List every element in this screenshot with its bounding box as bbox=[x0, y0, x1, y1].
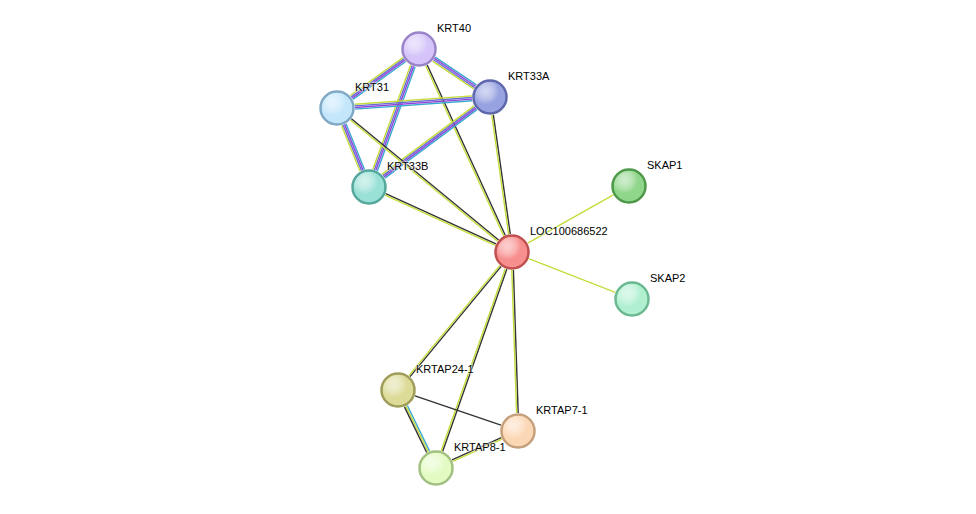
edge-strand bbox=[353, 61, 406, 99]
node-highlight bbox=[617, 284, 647, 314]
edge-strand bbox=[385, 110, 477, 179]
protein-label: KRT31 bbox=[355, 80, 389, 94]
edge-strand bbox=[433, 61, 474, 89]
interaction-edge bbox=[342, 124, 365, 171]
edge-strand bbox=[350, 58, 403, 96]
interaction-edge bbox=[415, 396, 501, 425]
interaction-edge bbox=[382, 106, 477, 178]
node-fill bbox=[420, 452, 453, 485]
node-highlight bbox=[614, 171, 644, 201]
edge-strand bbox=[382, 106, 474, 175]
protein-label: KRTAP24-1 bbox=[416, 362, 474, 376]
node-highlight bbox=[503, 416, 533, 446]
interaction-edge bbox=[385, 194, 496, 246]
protein-node: KRT33A bbox=[472, 79, 508, 115]
node-fill bbox=[353, 171, 386, 204]
node-fill bbox=[382, 374, 415, 407]
protein-label: KRT40 bbox=[437, 21, 471, 35]
edge-strand bbox=[344, 124, 362, 170]
edge-strand bbox=[355, 96, 472, 104]
edge-strand bbox=[351, 59, 404, 97]
protein-node: SKAP1 bbox=[611, 168, 647, 204]
edge-strand bbox=[404, 407, 426, 453]
protein-node: KRTAP8-1 bbox=[418, 450, 454, 486]
interaction-edge bbox=[492, 115, 511, 235]
edge-strand bbox=[355, 97, 472, 105]
interaction-edge bbox=[512, 270, 518, 413]
interaction-edge bbox=[350, 58, 406, 100]
interaction-edge bbox=[355, 96, 472, 109]
node-highlight bbox=[497, 237, 527, 267]
edge-strand bbox=[346, 124, 364, 170]
interaction-edge bbox=[350, 119, 498, 241]
protein-label: KRTAP7-1 bbox=[536, 403, 588, 417]
edge-strand bbox=[350, 120, 497, 241]
protein-label: KRT33B bbox=[387, 159, 428, 173]
edge-strand bbox=[384, 108, 476, 177]
node-fill bbox=[496, 236, 529, 269]
edge-strand bbox=[529, 259, 615, 293]
node-highlight bbox=[421, 453, 451, 483]
edge-strand bbox=[427, 65, 505, 235]
node-highlight bbox=[475, 82, 505, 112]
node-highlight bbox=[354, 172, 384, 202]
node-fill bbox=[613, 170, 646, 203]
interaction-edge bbox=[433, 57, 477, 89]
edge-strand bbox=[386, 194, 496, 244]
edge-strand bbox=[342, 126, 360, 172]
node-fill bbox=[321, 92, 354, 125]
node-highlight bbox=[322, 93, 352, 123]
node-circle bbox=[319, 90, 355, 126]
edge-strand bbox=[434, 58, 475, 86]
protein-label: SKAP1 bbox=[647, 158, 682, 172]
edge-strand bbox=[492, 115, 509, 234]
edge-strand bbox=[493, 115, 510, 234]
node-circle bbox=[380, 372, 416, 408]
node-circle bbox=[611, 168, 647, 204]
edge-strand bbox=[383, 107, 475, 176]
protein-node: LOC100686522 bbox=[494, 234, 530, 270]
node-circle bbox=[614, 281, 650, 317]
edge-strand bbox=[528, 195, 614, 243]
node-fill bbox=[502, 415, 535, 448]
edge-strand bbox=[406, 406, 428, 452]
edge-strand bbox=[343, 125, 361, 171]
protein-label: SKAP2 bbox=[650, 271, 685, 285]
node-circle bbox=[494, 234, 530, 270]
edge-strand bbox=[512, 270, 517, 413]
node-highlight bbox=[383, 375, 413, 405]
edge-strand bbox=[435, 57, 476, 85]
node-highlight bbox=[404, 34, 434, 64]
protein-node: KRT40 bbox=[401, 31, 437, 67]
node-fill bbox=[403, 33, 436, 66]
edge-strand bbox=[385, 195, 495, 245]
protein-label: KRT33A bbox=[508, 69, 549, 83]
edge-strand bbox=[352, 60, 405, 98]
edge-strand bbox=[433, 60, 474, 88]
edge-strand bbox=[409, 265, 500, 375]
edge-strand bbox=[351, 119, 498, 240]
interaction-edge bbox=[426, 65, 505, 236]
protein-label: KRTAP8-1 bbox=[454, 440, 506, 454]
protein-node: SKAP2 bbox=[614, 281, 650, 317]
node-fill bbox=[616, 283, 649, 316]
protein-label: LOC100686522 bbox=[530, 224, 608, 238]
edge-strand bbox=[410, 266, 501, 376]
protein-node: KRT31 bbox=[319, 90, 355, 126]
node-fill bbox=[474, 81, 507, 114]
interaction-edge bbox=[529, 259, 615, 293]
node-circle bbox=[401, 31, 437, 67]
protein-node: KRTAP24-1 bbox=[380, 372, 416, 408]
node-circle bbox=[472, 79, 508, 115]
edge-strand bbox=[415, 396, 501, 425]
interaction-edge bbox=[528, 195, 614, 243]
protein-node: KRT33B bbox=[351, 169, 387, 205]
edge-strand bbox=[407, 405, 429, 451]
node-circle bbox=[351, 169, 387, 205]
node-circle bbox=[418, 450, 454, 486]
interaction-edge bbox=[404, 405, 429, 452]
